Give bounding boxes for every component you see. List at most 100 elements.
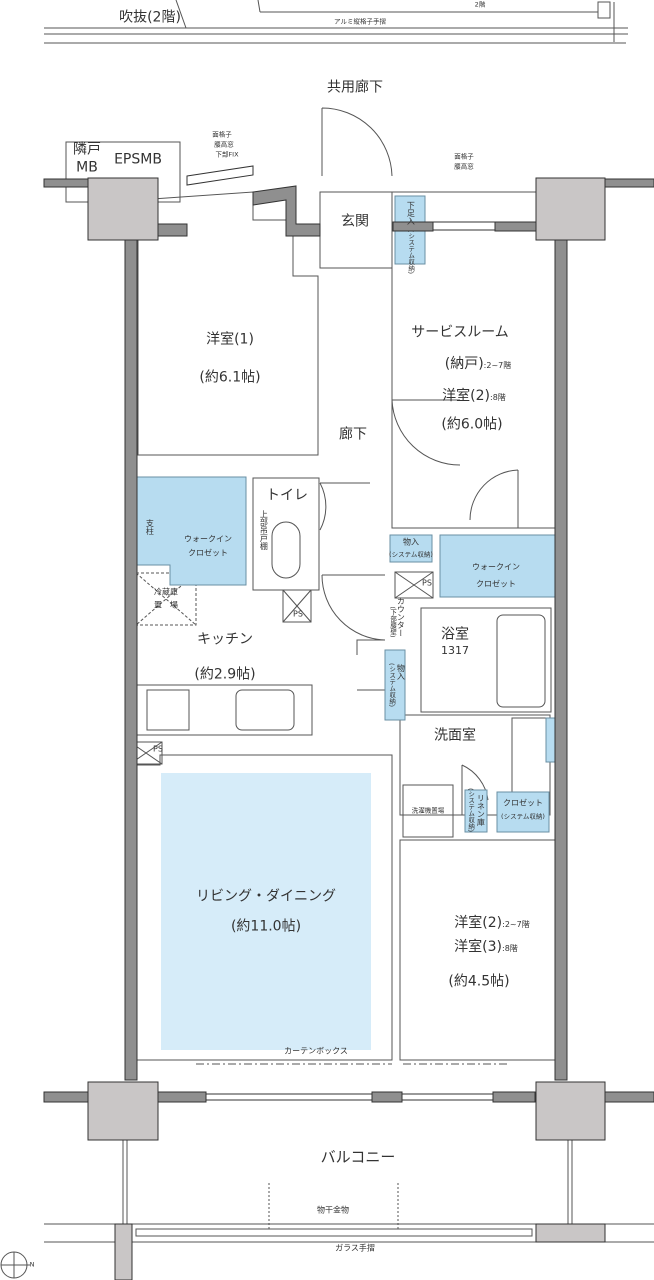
storage-top-sub-label: (システム収納) [389, 550, 433, 559]
wic-right-label-2: クロゼット [476, 579, 516, 589]
linen-sub-label: (システム収納) [466, 787, 475, 833]
ps-box-hall [394, 571, 434, 599]
balcony-label: バルコニー [320, 1147, 396, 1166]
railing-post-right [535, 1223, 606, 1243]
window-right[interactable] [432, 221, 496, 231]
toilet-label: トイレ [266, 487, 308, 504]
counter-label: カウンター [396, 597, 406, 637]
service-room-door[interactable] [391, 399, 461, 466]
kitchen-door[interactable] [321, 574, 386, 641]
closet-label: クロゼット [503, 798, 543, 808]
western-room-1-size: (約6.1帖) [199, 369, 261, 386]
stove [146, 689, 190, 731]
linen-label: リネン庫 [476, 794, 486, 826]
shoe-storage-sub-label: (システム収納) [406, 229, 415, 275]
toilet-bowl [271, 521, 301, 579]
toilet-door[interactable] [319, 482, 370, 531]
top-railing [44, 0, 628, 44]
storage-mid [384, 649, 406, 721]
bath-label: 浴室 [441, 626, 469, 643]
washroom-label: 洗面室 [434, 727, 476, 744]
wall-bottom-far-right [604, 1091, 654, 1103]
balcony-window-right[interactable] [401, 1093, 494, 1101]
eps-mb-label: EPSMB [114, 151, 162, 168]
column-bottom-right [535, 1081, 606, 1141]
wic-right-label-1: ウォークイン [472, 562, 520, 572]
compass-north-label: N [29, 1260, 35, 1269]
wall-bottom-mid [157, 1091, 207, 1103]
window-left-label-3: 下部FIX [215, 150, 239, 159]
ps-label-hall: PS [422, 578, 432, 588]
living-floor [161, 773, 371, 1050]
closet-sub-label: (システム収納) [501, 812, 545, 821]
entrance-outline [319, 191, 393, 269]
kitchen-label: キッチン [197, 631, 253, 648]
neighbor-mb-label-1: 隣戸 [73, 141, 101, 158]
service-room-sub-2: 洋室(2):8階 [442, 387, 506, 404]
wall-top-notch [252, 185, 321, 237]
window-left-label-2: 腰高窓 [214, 140, 234, 149]
neighbor-mb-label-2: MB [76, 159, 98, 176]
kitchen-counter [136, 684, 313, 736]
window-left-label-1: 面格子 [212, 130, 232, 139]
atrium-label: 吹抜(2階) [119, 9, 181, 26]
counter-sub-label: (下部腰壁) [388, 606, 397, 638]
living-label: リビング・ダイニング [196, 888, 336, 905]
column-bottom-left [87, 1081, 159, 1141]
wall-top-left [43, 178, 95, 188]
service-room-sub-1: (納戸):2~7階 [444, 355, 512, 372]
western-room-1-label: 洋室(1) [206, 331, 254, 348]
storage-mid-label: 物入 [396, 664, 406, 680]
storage-top [389, 534, 433, 563]
wall-bottom-r [492, 1091, 536, 1103]
bath-outline [420, 607, 552, 713]
balcony-window-left[interactable] [205, 1093, 373, 1101]
laundry-label: 洗濯機置場 [411, 806, 445, 815]
wall-right [554, 239, 568, 1081]
railing-post-left [114, 1223, 133, 1280]
fridge-label-1: 冷蔵庫 [154, 587, 178, 597]
window-left[interactable] [186, 165, 254, 186]
hallway-label: 廊下 [339, 426, 367, 443]
service-room-label: サービスルーム [411, 324, 509, 341]
fridge-label-2: 置 場 [154, 600, 178, 610]
entrance-label: 玄関 [341, 213, 369, 230]
upper-cabinet-label: 上部吊戸棚 [259, 510, 269, 550]
entrance-door[interactable] [321, 107, 393, 177]
wic-left-label-2: クロゼット [188, 548, 228, 558]
drying-hardware-label: 物干金物 [317, 1205, 349, 1215]
wall-top-right2 [494, 221, 538, 232]
common-corridor-label: 共用廊下 [327, 79, 383, 96]
floor-marker-label: 2階 [474, 0, 486, 9]
western-room-23-label-2: 洋室(3):8階 [454, 938, 518, 955]
sink [235, 689, 295, 731]
wall-bottom-center [371, 1091, 403, 1103]
wic-right [439, 534, 559, 598]
western-room-23-size: (約4.5帖) [448, 973, 510, 990]
glass-railing-label: ガラス手摺 [335, 1243, 375, 1253]
curtain-box-label: カーテンボックス [284, 1046, 348, 1056]
window-right-label-1: 面格子 [454, 152, 474, 161]
bath-size: 1317 [441, 643, 469, 657]
bathtub [496, 614, 546, 708]
pillar-label: 支柱 [145, 519, 155, 535]
wall-bottom-left [43, 1091, 89, 1103]
storage-mid-door[interactable] [356, 639, 385, 691]
storage-top-label: 物入 [403, 537, 419, 547]
western-room-23-label-1: 洋室(2):2~7階 [454, 914, 530, 931]
wic-right-door[interactable] [469, 469, 519, 528]
kitchen-size: (約2.9帖) [194, 666, 256, 683]
ps-label-toilet: PS [293, 609, 303, 619]
wall-left [124, 239, 138, 1081]
service-room-size: (約6.0帖) [441, 416, 503, 433]
linen-storage [464, 789, 488, 833]
shoe-storage-label: 下足入 [406, 201, 416, 225]
ps-box-toilet [282, 589, 312, 623]
window-right-label-2: 腰高窓 [454, 162, 474, 171]
closet-storage [496, 791, 550, 833]
laundry-space [402, 784, 454, 838]
living-size: (約11.0帖) [230, 918, 302, 935]
wall-top-far-right [603, 178, 654, 188]
